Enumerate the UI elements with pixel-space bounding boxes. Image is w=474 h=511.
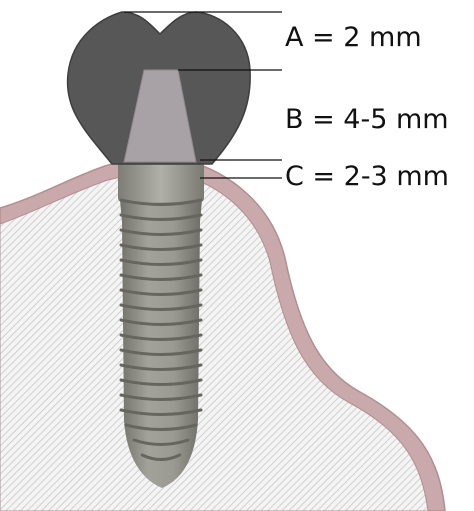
dimension-label-b: B = 4-5 mm	[285, 106, 449, 133]
dimension-label-c: C = 2-3 mm	[285, 163, 449, 190]
implant-body	[118, 162, 204, 488]
bone-area	[0, 176, 428, 511]
dimension-label-a: A = 2 mm	[285, 24, 422, 51]
implant-collar	[118, 162, 204, 202]
